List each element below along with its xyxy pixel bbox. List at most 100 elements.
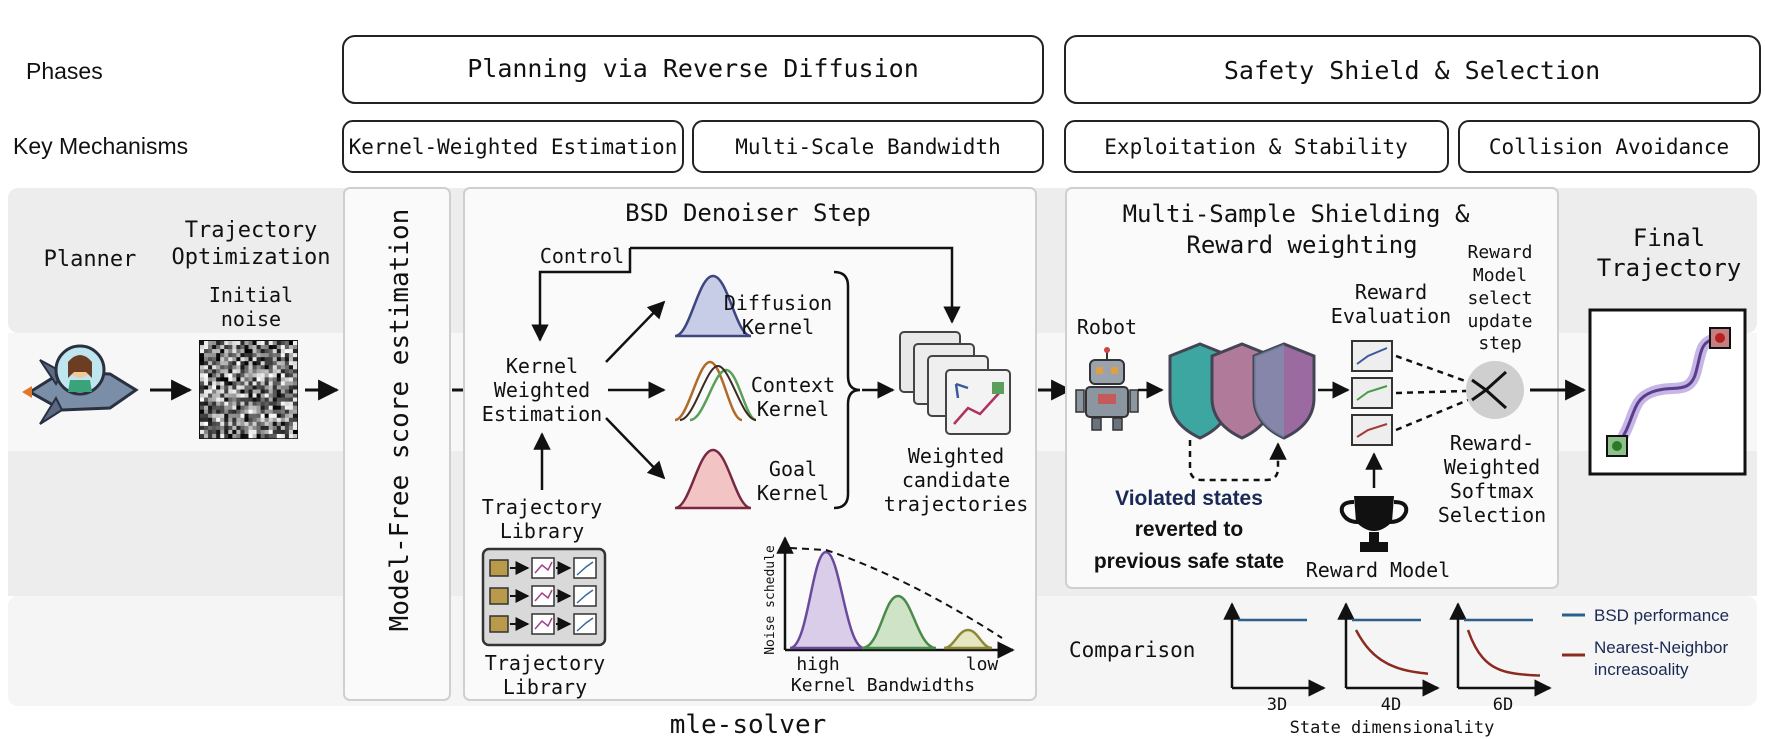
mech-multiscale-box [692, 120, 1044, 173]
noise-line2: noise [221, 307, 281, 331]
mech-kernel-box [342, 120, 684, 173]
kwe-line3: Estimation [482, 402, 602, 426]
bandwidth-curve-mid [861, 594, 937, 650]
control-arrow-left [531, 248, 632, 342]
goal-line2: Kernel [757, 481, 829, 505]
goal-line1: Goal [769, 457, 817, 481]
mech-kernel-label: Kernel-Weighted Estimation [349, 135, 678, 159]
planner-label: Planner [44, 247, 137, 272]
control-label: Control [540, 244, 624, 268]
trophy-icon [1339, 496, 1409, 552]
traj-opt-line2: Optimization [172, 245, 331, 270]
rm-line3: select [1467, 288, 1532, 309]
bandwidth-curve-high [789, 550, 865, 650]
softmax-line4: Selection [1438, 503, 1546, 527]
legend-nn-line2: increasoality [1594, 660, 1689, 679]
denoiser-panel [463, 187, 1037, 701]
violated-line3: previous safe state [1094, 550, 1284, 573]
rm-line4: update [1467, 311, 1532, 332]
context-line2: Kernel [757, 397, 829, 421]
dimension-tick-label: 6D [1493, 695, 1513, 715]
softmax-line2: Weighted [1444, 455, 1540, 479]
rm-line5: step [1478, 333, 1521, 354]
arrow-to-goal [605, 417, 666, 480]
robot-icon [1075, 347, 1139, 431]
library-line2: Library [500, 519, 584, 543]
weighted-line3: trajectories [884, 492, 1029, 516]
nn-line [1466, 629, 1541, 677]
phase-safety-box [1064, 35, 1761, 104]
reward-eval-line2: Evaluation [1331, 304, 1451, 328]
phase-planning-box [342, 35, 1044, 104]
mech-collision-label: Collision Avoidance [1489, 135, 1729, 159]
model-free-label: Model-Free score estimation [385, 209, 415, 632]
weighted-line1: Weighted [908, 444, 1004, 468]
mech-collision-box [1458, 120, 1760, 173]
candidate-stack-icon [899, 331, 1011, 435]
goal-kernel-curve [674, 448, 752, 510]
noise-square [199, 340, 298, 439]
trajectory-library-icon [481, 547, 607, 647]
violated-line1: Violated states [1115, 487, 1263, 510]
diffusion-line2: Kernel [742, 315, 814, 339]
legend-nn-line1: Nearest-Neighbor [1594, 638, 1729, 657]
rm-line1: Reward [1467, 242, 1532, 263]
dimension-tick-label: 4D [1381, 695, 1401, 715]
bandwidth-curve-low [943, 628, 993, 650]
control-arrow-right [630, 246, 961, 324]
arrow-to-diffusion [605, 300, 666, 363]
mech-exploitation-label: Exploitation & Stability [1104, 135, 1407, 159]
mech-exploitation-box [1064, 120, 1449, 173]
kernel-bracket [833, 270, 861, 510]
revert-arrow [1188, 440, 1287, 482]
mechanisms-label: Key Mechanisms [13, 133, 188, 159]
reward-eval-line1: Reward [1355, 280, 1427, 304]
bandwidths-label: Kernel Bandwidths [791, 675, 975, 696]
diffusion-kernel-curve [674, 274, 752, 338]
traj-opt-line1: Trajectory [185, 218, 317, 243]
dashed-line-bottom [1395, 398, 1469, 432]
bandwidth-plot [776, 536, 1015, 659]
mech-multiscale-label: Multi-Scale Bandwidth [735, 135, 1001, 159]
bandwidth-envelope [789, 547, 1003, 639]
final-trajectory-icon [1588, 308, 1747, 476]
library-bottom-line1: Trajectory [485, 651, 605, 675]
robot-label: Robot [1077, 315, 1137, 339]
phase-planning-label: Planning via Reverse Diffusion [467, 54, 919, 83]
kwe-line2: Weighted [494, 378, 590, 402]
comparison-mini-chart: 4D [1337, 602, 1440, 715]
shield-icons [1168, 342, 1316, 440]
model-free-panel [343, 187, 451, 701]
library-bottom-line2: Library [503, 675, 587, 699]
reward-eval-cards [1351, 340, 1393, 446]
denoiser-title: BSD Denoiser Step [625, 199, 871, 227]
comparison-xlabel: State dimensionality [1290, 718, 1495, 738]
comparison-charts: 3D 4D 6D [1223, 602, 1552, 715]
dashed-line-mid [1395, 389, 1467, 395]
comparison-label: Comparison [1069, 638, 1195, 662]
final-line1: Final [1633, 224, 1705, 252]
comparison-mini-chart: 6D [1449, 602, 1552, 715]
context-line1: Context [751, 373, 835, 397]
phases-label: Phases [26, 58, 103, 84]
comparison-mini-chart: 3D [1223, 602, 1326, 715]
weighted-line2: candidate [902, 468, 1010, 492]
nn-line [1354, 629, 1429, 675]
high-label: high [796, 654, 839, 675]
noise-schedule-label: Noise schedule [763, 545, 778, 655]
context-kernel-curves [674, 360, 757, 422]
shielding-title-line1: Multi-Sample Shielding & [1123, 200, 1470, 228]
dashed-line-top [1395, 354, 1469, 384]
selector-node [1466, 361, 1524, 419]
kwe-line1: Kernel [506, 354, 578, 378]
rm-line2: Model [1473, 265, 1527, 286]
final-line2: Trajectory [1597, 254, 1742, 282]
violated-line2: reverted to [1135, 518, 1244, 541]
legend-bsd-label: BSD performance [1594, 606, 1729, 625]
dimension-tick-label: 3D [1267, 695, 1287, 715]
shielding-title-line2: Reward weighting [1186, 231, 1417, 259]
footer-label: mle-solver [670, 710, 827, 739]
low-label: low [966, 654, 999, 675]
diffusion-line1: Diffusion [724, 291, 832, 315]
